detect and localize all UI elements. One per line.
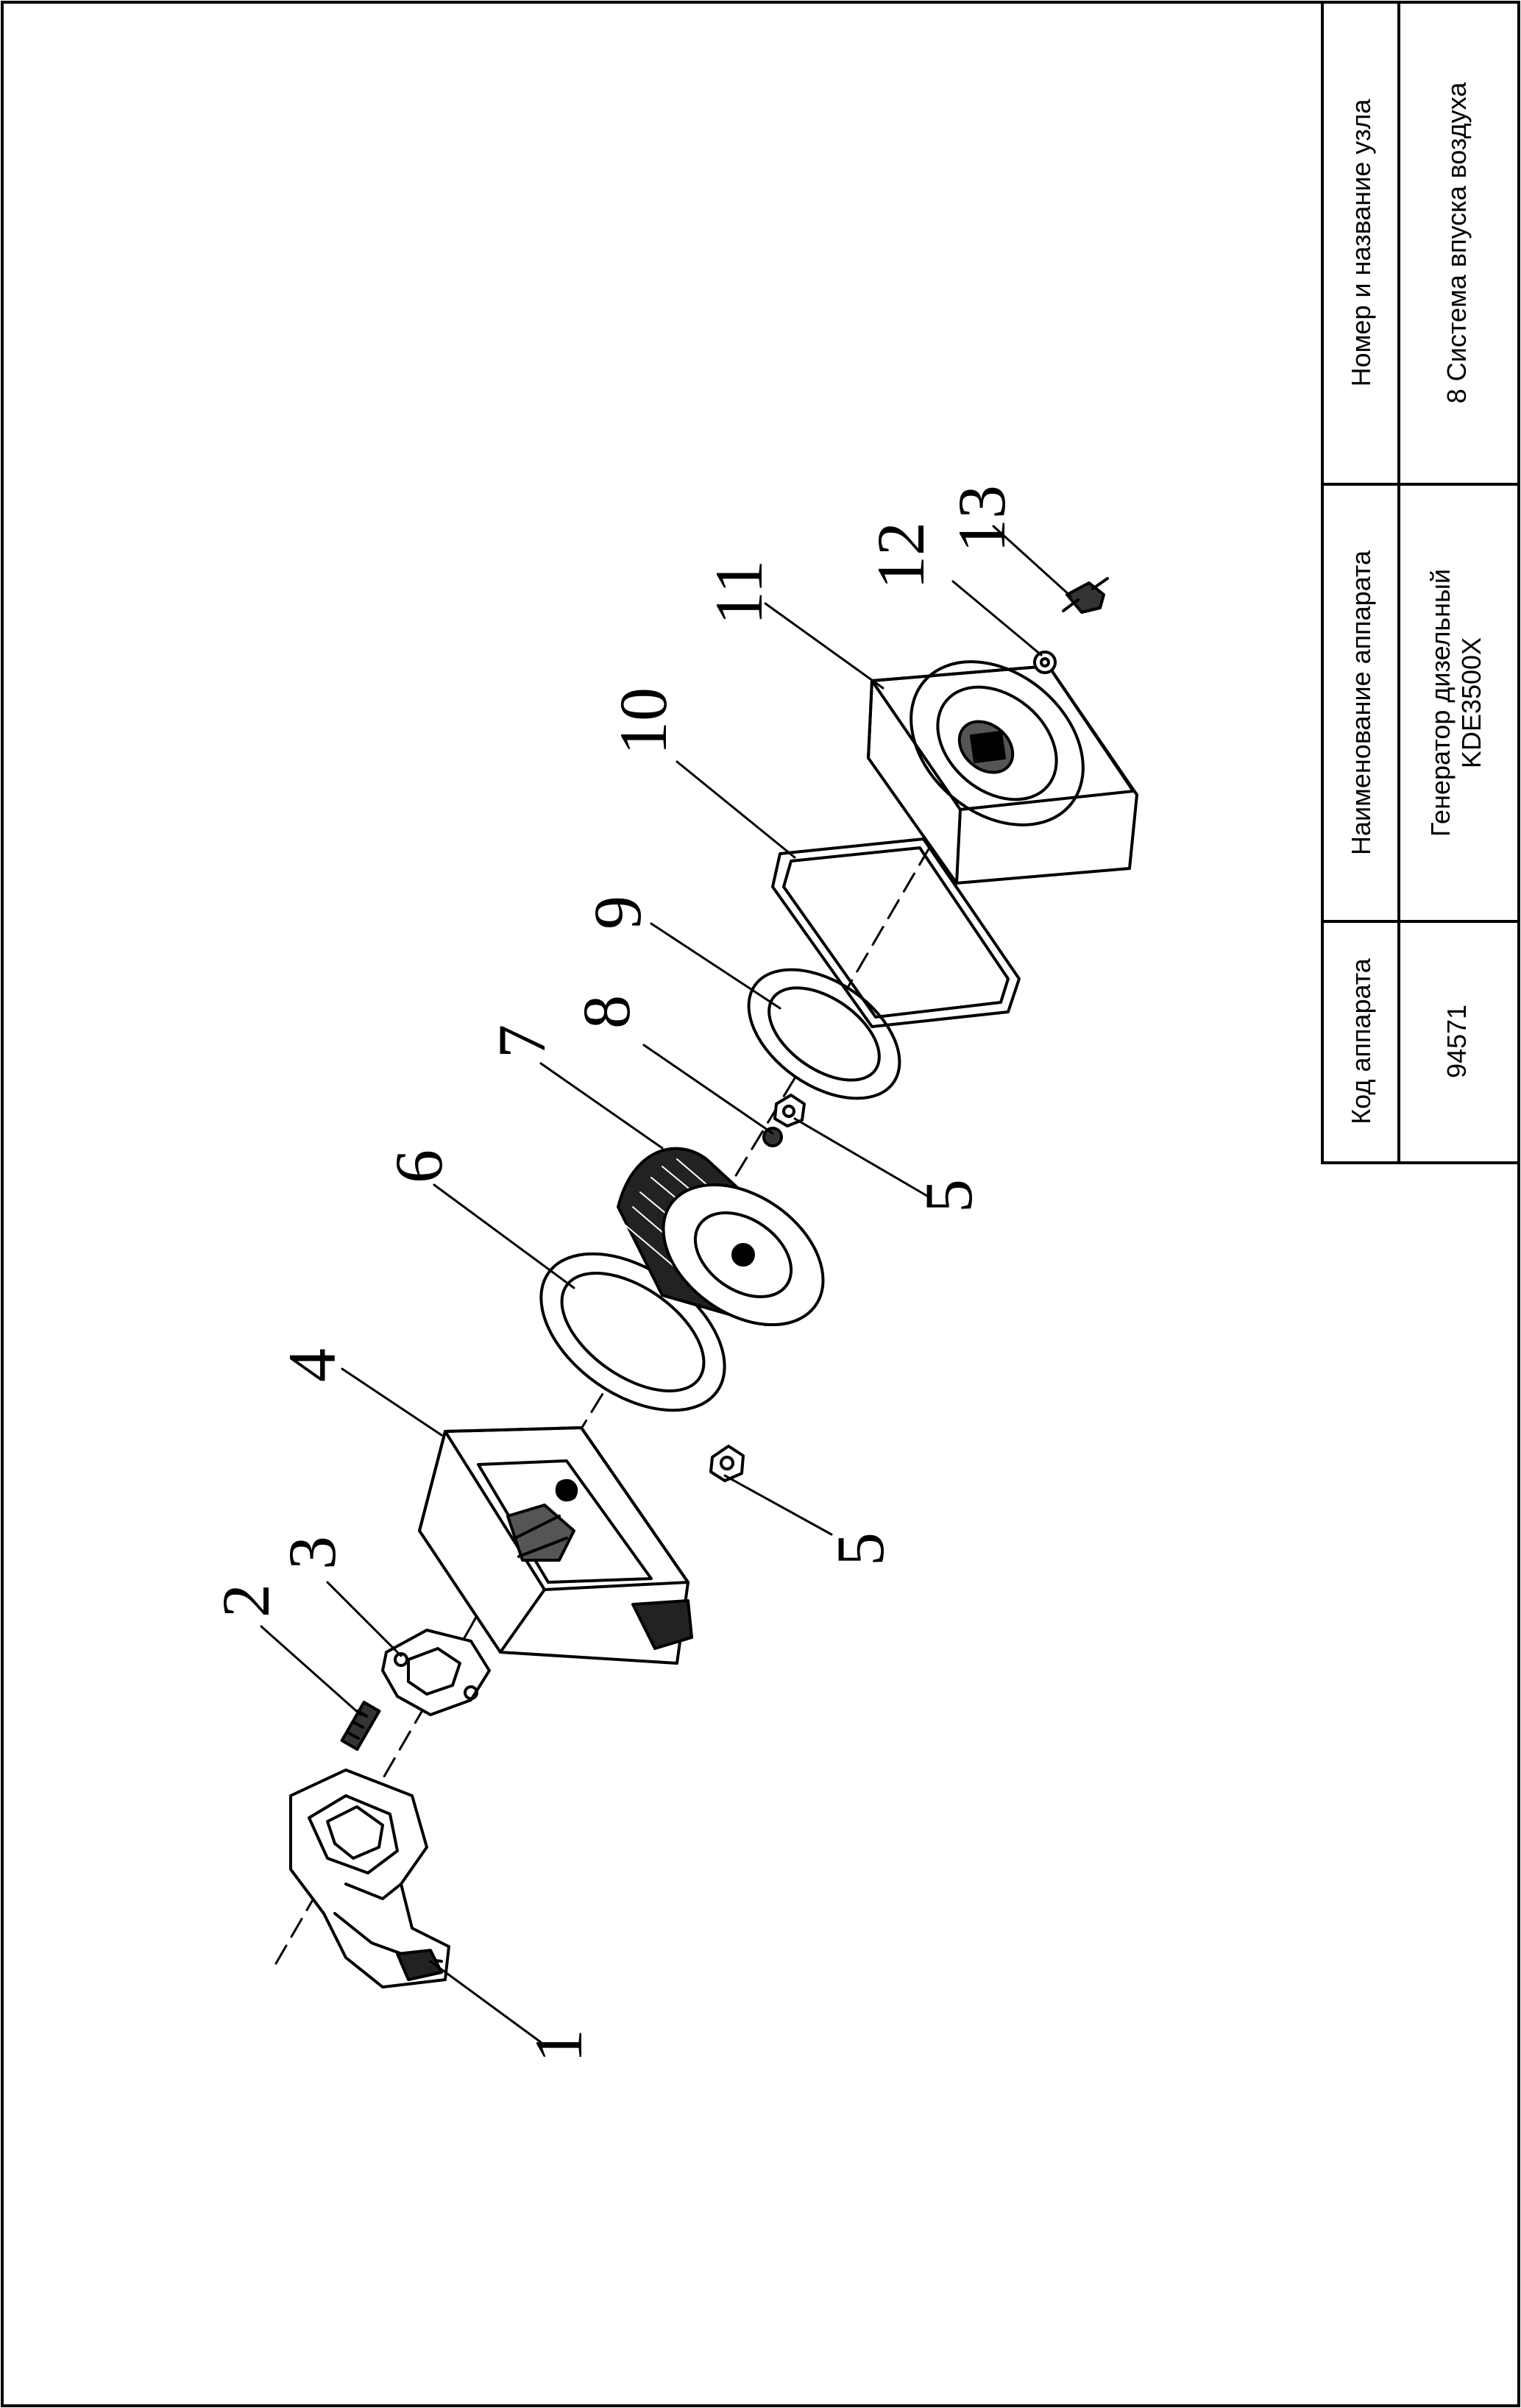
leader-7 bbox=[539, 1062, 664, 1150]
callout-13: 13 bbox=[944, 485, 1019, 553]
callout-12: 12 bbox=[863, 522, 938, 589]
title-block bbox=[1321, 1, 1520, 1164]
leader-3 bbox=[326, 1581, 403, 1657]
callout-6: 6 bbox=[381, 1150, 456, 1183]
header-device-name: Наименование аппарата bbox=[1346, 550, 1376, 855]
exploded-view bbox=[260, 525, 1138, 2044]
leader-12 bbox=[951, 580, 1043, 656]
part-11-cover bbox=[867, 660, 1138, 885]
callout-5-upper: 5 bbox=[911, 1179, 986, 1213]
callout-5-lower: 5 bbox=[823, 1532, 898, 1566]
leader-8 bbox=[642, 1044, 774, 1135]
value-device-name-line2: KDE3500X bbox=[1456, 637, 1486, 768]
leader-13 bbox=[992, 525, 1072, 598]
value-device-code: 94571 bbox=[1442, 1005, 1472, 1078]
part-5-nut-upper bbox=[773, 1094, 806, 1127]
part-4-air-cleaner-housing bbox=[418, 1426, 693, 1665]
part-8-washer bbox=[762, 1127, 783, 1147]
leader-lines bbox=[260, 525, 1072, 2044]
leader-9 bbox=[650, 922, 781, 1010]
part-12-washer bbox=[1033, 651, 1057, 674]
part-2-stud bbox=[340, 1701, 381, 1751]
leader-10 bbox=[676, 760, 796, 859]
callout-10: 10 bbox=[606, 687, 681, 755]
leader-4 bbox=[341, 1367, 443, 1437]
part-7-filter-element bbox=[617, 1147, 825, 1327]
leader-6 bbox=[433, 1183, 575, 1289]
callout-8: 8 bbox=[569, 995, 644, 1029]
part-10-cover-gasket bbox=[771, 838, 1021, 1028]
callouts: 1 2 3 4 5 6 7 8 5 9 10 11 12 13 bbox=[208, 485, 1019, 2063]
callout-3: 3 bbox=[274, 1536, 350, 1570]
part-5-nut-lower bbox=[709, 1445, 745, 1482]
leader-1 bbox=[429, 1960, 542, 2044]
part-9-seal-ring bbox=[747, 968, 901, 1100]
part-1-intake-elbow bbox=[289, 1768, 450, 1989]
leader-2 bbox=[260, 1625, 362, 1716]
callout-4: 4 bbox=[274, 1348, 350, 1382]
value-device-name-line1: Генератор дизельный bbox=[1425, 569, 1456, 837]
callout-9: 9 bbox=[580, 896, 655, 929]
callout-11: 11 bbox=[701, 560, 776, 626]
callout-2: 2 bbox=[208, 1584, 283, 1618]
leader-5-lower bbox=[723, 1474, 833, 1536]
header-device-code: Код аппарата bbox=[1346, 957, 1376, 1125]
leader-5-upper bbox=[793, 1117, 929, 1197]
part-13-wing-nut bbox=[1062, 577, 1109, 614]
callout-7: 7 bbox=[484, 1024, 559, 1058]
leader-11 bbox=[764, 602, 884, 690]
callout-1: 1 bbox=[521, 2029, 596, 2063]
header-assembly: Номер и название узла bbox=[1346, 99, 1376, 387]
value-assembly: 8 Система впуска воздуха bbox=[1442, 82, 1472, 403]
part-3-gasket bbox=[381, 1629, 491, 1716]
